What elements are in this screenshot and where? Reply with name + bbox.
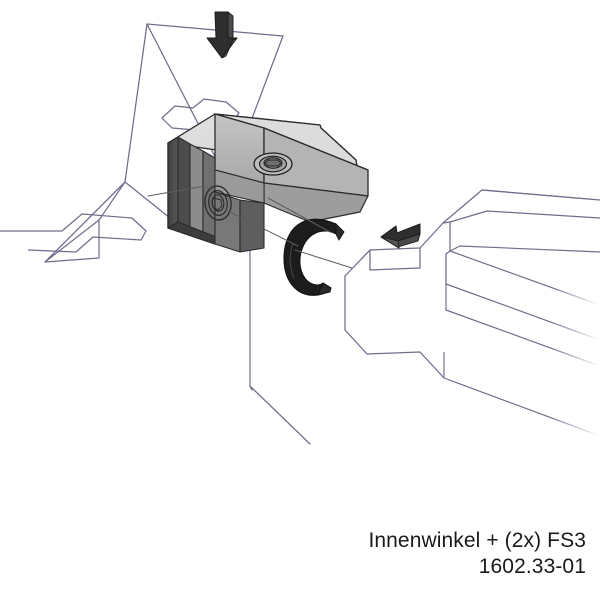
hp-slot-inner xyxy=(449,245,600,253)
retaining-clip-highlight xyxy=(289,242,295,279)
vertical-profile-top-chevron-left xyxy=(44,181,176,263)
arrow-left-tip-shade xyxy=(380,236,400,249)
retaining-clip xyxy=(283,218,345,296)
hp-slot-mouth xyxy=(369,247,421,271)
bracket-leg-mid-strip xyxy=(189,143,204,235)
arrow-down-side xyxy=(227,11,238,41)
vp-groove-lower xyxy=(0,213,147,253)
bracket-vertical-leg-left xyxy=(167,136,179,229)
leader-clip xyxy=(294,249,353,269)
fastener-front-outer-ring xyxy=(204,185,232,221)
hp-edge-3 xyxy=(445,283,600,341)
fastener-front xyxy=(204,185,232,221)
fastener-front-hex-socket xyxy=(211,197,223,211)
vertical-profile-upper-left-ridge xyxy=(146,23,284,37)
fastener-top-hex-socket xyxy=(264,159,282,167)
vp-groove-outline xyxy=(161,98,240,131)
bracket-leg-dark-strip xyxy=(177,136,191,229)
inner-angle-bracket xyxy=(167,113,369,253)
caption-title: Innenwinkel + (2x) FS3 xyxy=(368,529,586,552)
retaining-clip-lower-tip xyxy=(317,282,332,296)
vertical-profile-lower-chevron xyxy=(249,385,311,445)
leader-bracket-arm xyxy=(267,197,331,233)
hp-edge-4 xyxy=(443,377,600,437)
hp-edge-top xyxy=(481,189,600,201)
vertical-profile xyxy=(44,23,311,445)
bracket-gusset-side xyxy=(239,199,265,253)
horizontal-profile-detail xyxy=(443,245,600,378)
hp-top-edge xyxy=(442,189,600,224)
vp-slot-left-cut xyxy=(44,219,100,263)
arrow-down-tip-shade xyxy=(221,37,238,59)
hp-edge-2 xyxy=(449,250,600,306)
leader-bracket-top xyxy=(147,185,206,197)
arrow-left xyxy=(380,223,421,249)
hp-end-face xyxy=(442,221,451,285)
leader-lines xyxy=(147,185,353,269)
arrow-down xyxy=(206,11,238,59)
hp-upper-band xyxy=(449,210,600,223)
horizontal-profile xyxy=(344,189,600,379)
fastener-top xyxy=(253,152,293,176)
vertical-profile-groove-top xyxy=(0,98,240,253)
vp-slot-contour xyxy=(98,181,126,221)
caption-part-number: 1602.33-01 xyxy=(478,554,586,578)
vertical-profile-edges xyxy=(44,219,100,501)
leader-fastener-front xyxy=(225,209,299,247)
hp-edge-5 xyxy=(445,309,600,367)
horizontal-profile-long-edges xyxy=(443,189,600,437)
caption-block: Innenwinkel + (2x) FS3 1602.33-01 xyxy=(0,528,586,579)
fastener-front-counterbore xyxy=(208,190,228,216)
retaining-clip-upper-tip xyxy=(335,222,345,241)
hp-left-contour xyxy=(344,222,445,379)
